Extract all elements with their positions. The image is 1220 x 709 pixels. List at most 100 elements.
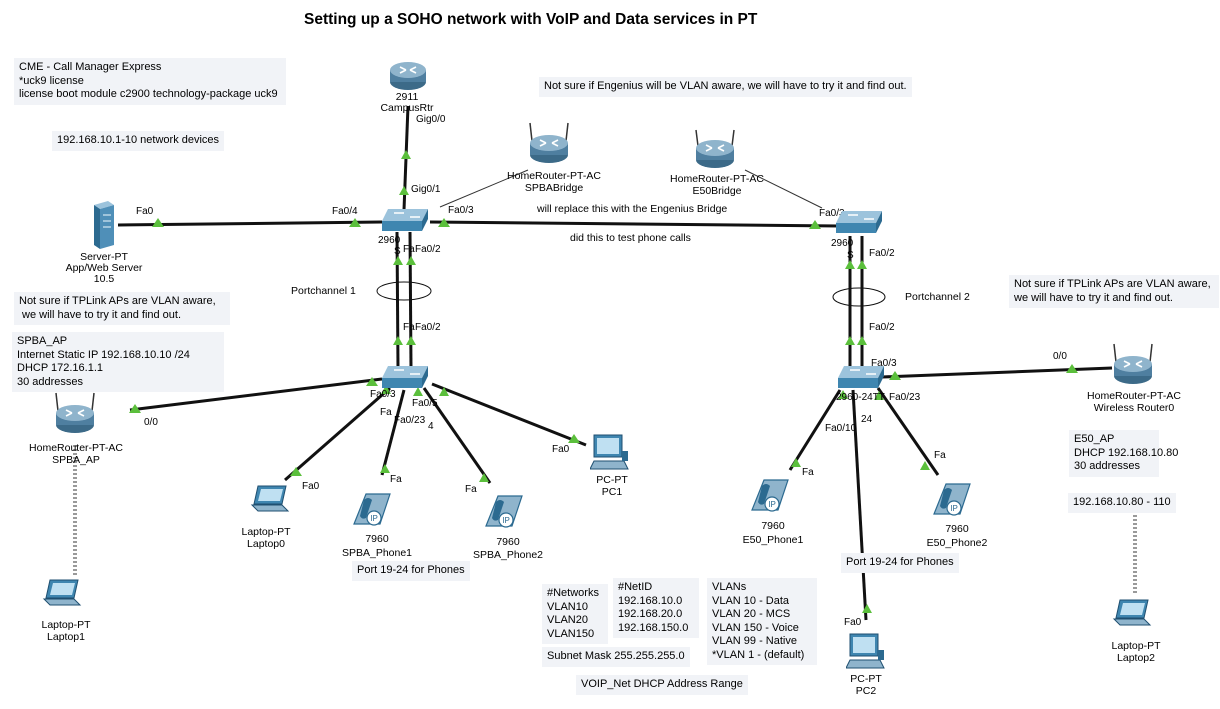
port-right-fa03-bot: Fa0/3 — [871, 358, 897, 369]
switch-icon[interactable] — [836, 364, 886, 390]
pc2-name: PC2 — [855, 685, 877, 697]
laptop1-model: Laptop-PT — [41, 619, 91, 631]
port-left-fa01-top: Fa — [403, 244, 415, 255]
pc1-model: PC-PT — [596, 474, 628, 486]
router-icon[interactable] — [50, 389, 100, 437]
wr0-name: Wireless Router0 — [1093, 402, 1175, 414]
link-pc2[interactable] — [851, 389, 868, 621]
link-pc1[interactable] — [431, 382, 587, 447]
e50-phone1-model: 7960 — [761, 520, 785, 532]
port-e50phone2-fa: Fa — [934, 450, 946, 461]
port-gig00: Gig0/0 — [416, 114, 446, 125]
port-left-fa02-bot: Fa0/2 — [415, 322, 441, 333]
server-icon[interactable] — [90, 199, 116, 251]
pc2-model: PC-PT — [850, 673, 882, 685]
label-portchannel1: Portchannel 1 — [291, 285, 356, 297]
laptop-icon[interactable] — [250, 484, 290, 514]
svg-text:IP: IP — [370, 514, 378, 523]
port-left-fa01-bot: Fa — [403, 322, 415, 333]
server-name: App/Web Server — [65, 262, 143, 274]
port-e50phone1-fa: Fa — [802, 467, 814, 478]
port-pc2-fa0: Fa0 — [844, 617, 862, 628]
pc-icon[interactable] — [590, 433, 630, 471]
note-test-calls: did this to test phone calls — [570, 232, 691, 244]
port-wr0-00: 0/0 — [1053, 351, 1067, 362]
link-e50-bridge — [744, 169, 823, 209]
port-spbaap-00: 0/0 — [144, 417, 158, 428]
ip-phone-icon[interactable]: IP — [482, 492, 526, 530]
note-tplink-right: Not sure if TPLink APs are VLAN aware, w… — [1009, 275, 1219, 308]
switch-icon[interactable] — [380, 207, 430, 233]
link-e50phone1[interactable] — [788, 389, 842, 471]
campus-rtr-name: CampusRtr — [380, 102, 434, 114]
router-icon[interactable] — [1108, 340, 1158, 388]
link-phone2[interactable] — [422, 387, 492, 484]
port-acc-left-24: 4 — [428, 421, 434, 432]
label-portchannel2: Portchannel 2 — [905, 291, 970, 303]
port-right-fa02-top: Fa0/2 — [869, 248, 895, 259]
e50-phone2-model: 7960 — [945, 523, 969, 535]
link-laptop0[interactable] — [284, 386, 391, 482]
server-model: Server-PT — [80, 251, 128, 263]
laptop1-name: Laptop1 — [47, 631, 85, 643]
port-pc1-fa0: Fa0 — [552, 444, 570, 455]
port-acc-left-fa23: Fa0/23 — [394, 415, 426, 426]
spba-bridge-name: SPBABridge — [524, 182, 584, 194]
note-subnet: Subnet Mask 255.255.255.0 — [542, 647, 690, 667]
port-acc-left-fa03: Fa0/3 — [370, 389, 396, 400]
port-left-fa04: Fa0/4 — [332, 206, 358, 217]
laptop0-name: Laptop0 — [247, 538, 285, 550]
note-replace-bridge: will replace this with the Engenius Brid… — [537, 203, 728, 215]
port-acc-right-24: 24 — [861, 414, 873, 425]
port-phone2-fa: Fa — [465, 484, 477, 495]
port-acc-left-fa: Fa — [380, 407, 392, 418]
note-phone-ports-right: Port 19-24 for Phones — [841, 553, 959, 573]
router-icon[interactable] — [690, 128, 740, 170]
sw-core-left-model: 2960 — [378, 235, 401, 246]
port-acc-right-fa23: Fa0/23 — [889, 392, 921, 403]
laptop-icon[interactable] — [1112, 598, 1152, 628]
spba-ap-name: SPBA_AP — [52, 454, 100, 466]
sw-core-left-name: S — [394, 246, 401, 257]
laptop0-model: Laptop-PT — [241, 526, 291, 538]
note-voip-range: VOIP_Net DHCP Address Range — [576, 675, 748, 695]
router-icon[interactable] — [524, 119, 574, 167]
spba-ap-model: HomeRouter-PT-AC — [29, 442, 123, 454]
port-left-fa03: Fa0/3 — [448, 205, 474, 216]
sw-core-right-model: 2960 — [831, 238, 854, 249]
ip-phone-icon[interactable]: IP — [930, 480, 974, 518]
note-spba-ap: SPBA_AP Internet Static IP 192.168.10.10… — [12, 332, 224, 392]
note-netid: #NetID 192.168.10.0 192.168.20.0 192.168… — [613, 578, 699, 638]
ip-phone-icon[interactable]: IP — [748, 476, 792, 514]
port-acc-left-fa05: Fa0/5 — [412, 398, 438, 409]
link-core-core[interactable] — [429, 220, 841, 228]
ip-phone-icon[interactable]: IP — [350, 490, 394, 528]
portchannel2-ring — [832, 287, 886, 307]
laptop-icon[interactable] — [42, 578, 82, 608]
e50-phone2-name: E50_Phone2 — [926, 537, 988, 549]
port-laptop0-fa0: Fa0 — [302, 481, 320, 492]
spba-phone2-name: SPBA_Phone2 — [472, 549, 544, 561]
port-left-fa02-top: Fa0/2 — [415, 244, 441, 255]
pc-icon[interactable] — [846, 632, 886, 670]
router-icon[interactable] — [388, 58, 428, 92]
portchannel1-ring — [376, 281, 432, 301]
link-phone1[interactable] — [380, 389, 406, 476]
server-ip: 10.5 — [93, 273, 115, 285]
note-e50-range: 192.168.10.80 - 110 — [1068, 493, 1176, 513]
port-server-fa0: Fa0 — [136, 206, 154, 217]
port-right-fa03: Fa0/3 — [819, 208, 845, 219]
link-e50phone2[interactable] — [876, 387, 940, 476]
port-phone1-fa: Fa — [390, 474, 402, 485]
svg-text:IP: IP — [502, 516, 510, 525]
link-spba-bridge — [439, 169, 529, 208]
link-spbaap[interactable] — [129, 377, 383, 412]
note-tplink-left: Not sure if TPLink APs are VLAN aware, w… — [14, 292, 230, 325]
note-networks: #Networks VLAN10 VLAN20 VLAN150 — [542, 584, 608, 644]
port-gig01: Gig0/1 — [411, 184, 441, 195]
note-phone-ports-left: Port 19-24 for Phones — [352, 561, 470, 581]
spba-phone1-model: 7960 — [365, 533, 389, 545]
switch-icon[interactable] — [834, 209, 884, 235]
switch-icon[interactable] — [380, 364, 430, 390]
